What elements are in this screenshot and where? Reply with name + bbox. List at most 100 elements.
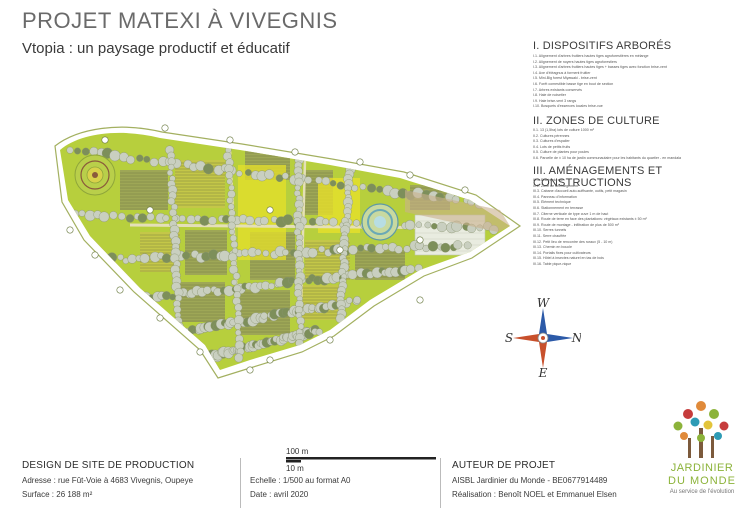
footer-divider-2	[440, 458, 441, 508]
logo-name-line1: JARDINIER	[670, 462, 734, 474]
tree	[414, 240, 425, 251]
tree	[245, 282, 253, 290]
tree	[174, 312, 182, 319]
tree	[170, 264, 180, 275]
tree	[70, 209, 80, 219]
marker	[91, 251, 99, 259]
tree	[344, 169, 355, 179]
tree	[167, 185, 178, 195]
tree	[294, 172, 303, 181]
tree	[166, 169, 174, 176]
tree	[225, 171, 234, 180]
tree	[339, 254, 347, 262]
tree	[297, 329, 309, 341]
tree	[195, 160, 206, 171]
tree	[307, 247, 318, 258]
tree	[84, 210, 96, 222]
tree	[148, 294, 156, 302]
tree	[351, 184, 359, 192]
tree	[171, 254, 179, 263]
tree	[338, 281, 348, 291]
tree	[444, 192, 455, 203]
tree	[332, 243, 344, 255]
tree	[321, 272, 333, 284]
footer-date: Date : avril 2020	[250, 490, 309, 499]
tree	[213, 322, 222, 331]
tree	[164, 328, 175, 338]
tree	[229, 234, 237, 242]
tree	[467, 198, 476, 206]
tree	[213, 287, 223, 297]
tree	[211, 351, 223, 363]
tree	[308, 274, 316, 282]
tree	[118, 212, 126, 221]
tree	[235, 310, 242, 318]
legend-heading-culture: II. ZONES DE CULTURE	[533, 115, 660, 127]
tree	[295, 312, 302, 319]
tree	[409, 240, 421, 251]
tree	[293, 189, 301, 197]
tree	[485, 198, 494, 207]
tree	[238, 342, 247, 351]
tree	[244, 169, 252, 176]
tree	[140, 291, 152, 303]
tree	[109, 150, 121, 162]
tree	[231, 285, 239, 293]
legend-item: I.6. Forêt comestible basse tige en bout…	[533, 81, 614, 86]
tree	[337, 298, 346, 306]
tree	[357, 244, 365, 252]
tree	[229, 318, 237, 327]
tree	[245, 215, 255, 226]
tree	[167, 151, 176, 160]
tree	[238, 214, 248, 224]
tree	[493, 201, 501, 209]
tree	[236, 318, 244, 326]
path-horizontal	[129, 223, 471, 230]
legend-markers	[66, 124, 469, 374]
tree	[175, 294, 183, 302]
tree	[294, 184, 301, 191]
tree	[220, 163, 229, 172]
tree	[248, 340, 257, 350]
tree	[275, 335, 287, 346]
tree	[199, 322, 210, 333]
tree	[229, 250, 238, 259]
tree	[304, 329, 315, 340]
tree	[404, 220, 416, 231]
tree	[405, 190, 416, 201]
tree	[281, 172, 289, 180]
legend-item: III.5. Élément technique	[533, 200, 571, 205]
tree	[125, 214, 135, 223]
marker	[196, 348, 204, 356]
tree	[297, 216, 308, 227]
tree	[250, 312, 262, 324]
culture-plot	[410, 185, 450, 210]
tree	[345, 297, 353, 304]
tree	[222, 151, 232, 161]
tree	[244, 345, 252, 353]
tree	[295, 267, 303, 275]
culture-plots	[120, 150, 450, 335]
tree	[339, 262, 350, 273]
marker	[116, 286, 124, 294]
tree	[345, 182, 354, 191]
tree	[336, 290, 346, 300]
tree	[272, 335, 280, 343]
tree	[294, 278, 303, 288]
culture-plot	[305, 240, 350, 280]
tree	[298, 276, 306, 284]
tree	[223, 285, 235, 297]
marker	[461, 186, 469, 194]
map-title: PROJET MATEXI À VIVEGNIS	[22, 8, 338, 33]
tree	[295, 256, 303, 264]
tree	[295, 239, 304, 248]
tree	[173, 305, 182, 314]
tree	[301, 247, 313, 259]
tree	[169, 253, 180, 263]
tree	[344, 179, 354, 189]
tree	[172, 276, 182, 286]
tree	[161, 253, 172, 263]
tree	[370, 220, 380, 229]
tree	[218, 214, 226, 223]
tree	[451, 195, 460, 204]
